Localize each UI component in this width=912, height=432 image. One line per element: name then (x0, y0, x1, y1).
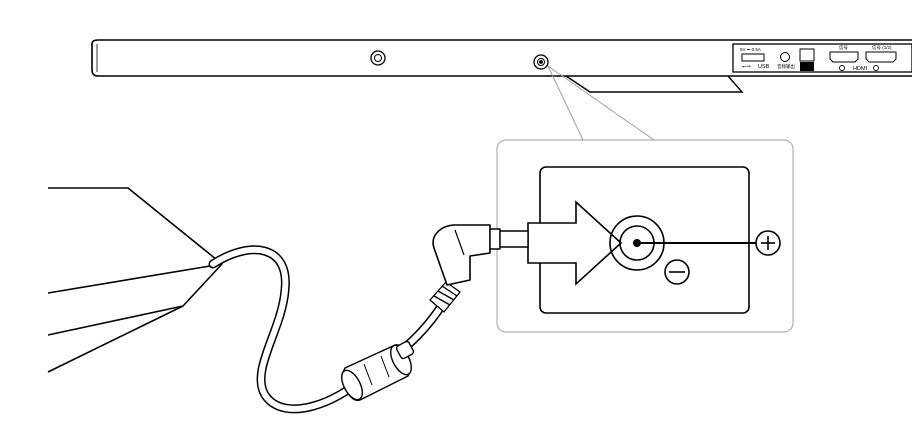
audio-label: 音频输出 (777, 63, 795, 70)
hdmi1-port-icon (829, 51, 859, 63)
port-frame (732, 43, 912, 73)
usb-port-icon (741, 53, 765, 62)
plus-icon (755, 230, 781, 256)
port-cluster: 5V ⎓ 0.5A ⭠⭢ USB 音频输出 信号 HDMI 信号 (1/2) (732, 43, 912, 73)
hdmi2-port-icon (865, 51, 897, 63)
usb-top-label: 5V ⎓ 0.5A (740, 47, 761, 52)
strain-relief-icon (429, 281, 461, 313)
ferrite-core-icon (340, 340, 415, 401)
power-jack-icon (533, 54, 549, 70)
hdmi1-top-label: 信号 (839, 44, 848, 51)
monitor-stand (565, 75, 744, 93)
monitor-bottom-panel (91, 39, 912, 77)
usb-symbol-icon: ⭠⭢ (742, 64, 751, 70)
hdmi2-indicator (873, 65, 879, 71)
power-adapter-icon (47, 187, 223, 373)
usb-label: USB (758, 64, 770, 70)
hdmi1-indicator (839, 65, 845, 71)
power-cable (208, 245, 445, 414)
hdmi2-top-label: 信号 (1/2) (872, 44, 892, 51)
dc-in-badge-icon (800, 62, 814, 71)
dc-plug-icon (432, 224, 529, 286)
audio-jack-icon (780, 52, 790, 62)
hdmi-label: HDMI (853, 66, 868, 72)
callout-leader-lines (547, 65, 655, 141)
arrow-icon (527, 200, 623, 286)
jack-closeup-icon (609, 215, 756, 271)
minus-icon (664, 259, 690, 285)
dc-in-icon (799, 48, 815, 62)
screw-hole (370, 50, 386, 66)
